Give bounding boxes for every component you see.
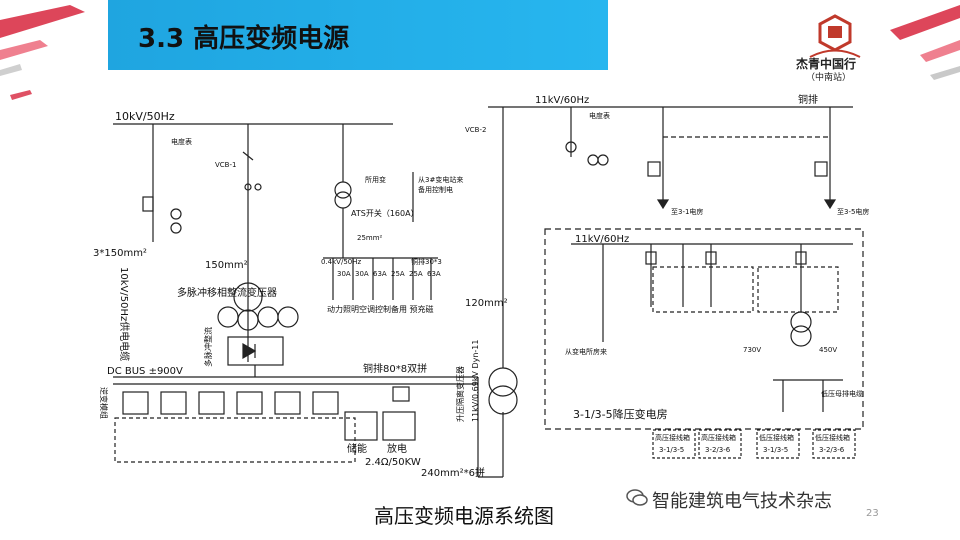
discharge-label: 放电 xyxy=(387,442,407,455)
slide-title: 3.3 高压变频电源 xyxy=(138,24,350,54)
copper-30-label: 铜排30*3 xyxy=(411,257,442,266)
breaker-6: 63A xyxy=(427,270,441,278)
from-3-label: 从3#变电站来 xyxy=(418,175,463,184)
decorative-streaks-left xyxy=(0,5,85,100)
backup-power-label: 备用控制电 xyxy=(418,185,453,194)
dc-bus-label: DC BUS ±900V xyxy=(107,366,183,377)
organization-logo-icon xyxy=(809,14,861,58)
decorative-streaks-right xyxy=(890,5,960,80)
low-cable-label: 低压母排电缆 xyxy=(821,389,863,398)
substation-label: 3-1/3-5降压变电房 xyxy=(573,407,668,421)
right-bus-label: 11kV/60Hz xyxy=(535,95,589,106)
resistor-label: 2.4Ω/50KW xyxy=(365,457,421,468)
breaker-1: 30A xyxy=(337,270,351,278)
box-3-id: 3-1/3-5 xyxy=(763,446,788,454)
watermark: 智能建筑电气技术杂志 xyxy=(652,491,832,512)
v450-label: 450V xyxy=(819,346,837,354)
v730-label: 730V xyxy=(743,346,761,354)
low-bus-label: 0.4kV/50Hz xyxy=(321,258,362,266)
logo-subtitle: （中南站） xyxy=(806,73,852,83)
meter-label-right: 电度表 xyxy=(589,111,610,120)
substation-bus-label: 11kV/60Hz xyxy=(575,234,629,245)
step-up-rating-label: 11kV/0.69kV Dyn-11 xyxy=(471,340,480,422)
rectifier-label: 多脉冲移相整流变压器 xyxy=(177,286,277,299)
vcb1-label: VCB-1 xyxy=(215,161,236,169)
cable-25-label: 25mm² xyxy=(357,234,383,242)
box-2-label: 高压接线箱 xyxy=(701,433,736,442)
cable-150-label: 150mm² xyxy=(205,260,248,271)
vcb2-label: VCB-2 xyxy=(465,126,486,134)
power-cable-vertical-label: 10kV/50Hz供电电缆 xyxy=(118,267,131,361)
aux-transformer-label: 所用变 xyxy=(365,175,386,184)
wechat-icon xyxy=(626,489,648,506)
logo-name: 杰青中国行 xyxy=(796,57,857,71)
system-diagram: 10kV/50Hz 电度表 VCB-1 3*150mm² 150mm² 10kV… xyxy=(93,82,873,492)
cable-120-label: 120mm² xyxy=(465,298,508,309)
from-sub-label: 从变电所房来 xyxy=(565,347,607,356)
breaker-5: 25A xyxy=(409,270,423,278)
loads-label: 动力照明空调控制备用 预充磁 xyxy=(327,304,434,314)
left-bus-label: 10kV/50Hz xyxy=(115,110,175,123)
storage-label: 储能 xyxy=(347,442,367,455)
to-31-label: 至3-1电房 xyxy=(671,207,703,216)
diagram-caption: 高压变频电源系统图 xyxy=(374,504,554,528)
inverter-module-label: 逆变模组 xyxy=(99,387,109,419)
to-35-label: 至3-5电房 xyxy=(837,207,869,216)
meter-label: 电度表 xyxy=(171,137,192,146)
box-1-id: 3-1/3-5 xyxy=(659,446,684,454)
ats-label: ATS开关（160A） xyxy=(351,208,419,218)
title-bar xyxy=(108,0,608,70)
box-1-label: 高压接线箱 xyxy=(655,433,690,442)
breaker-4: 25A xyxy=(391,270,405,278)
rectifier-module-label: 多脉冲整流 xyxy=(203,327,213,367)
breaker-3: 63A xyxy=(373,270,387,278)
cable-240-label: 240mm²*6拼 xyxy=(421,466,485,479)
box-3-label: 低压接线箱 xyxy=(759,433,794,442)
box-4-id: 3-2/3-6 xyxy=(819,446,845,454)
box-2-id: 3-2/3-6 xyxy=(705,446,731,454)
box-4-label: 低压接线箱 xyxy=(815,433,850,442)
copper-bar-top-label: 铜排 xyxy=(798,93,818,106)
step-up-label: 升压隔离变压器 xyxy=(455,366,465,422)
cable-150-3-label: 3*150mm² xyxy=(93,248,147,259)
copper-80-label: 铜排80*8双拼 xyxy=(363,362,427,375)
page-number: 23 xyxy=(866,508,879,519)
breaker-2: 30A xyxy=(355,270,369,278)
